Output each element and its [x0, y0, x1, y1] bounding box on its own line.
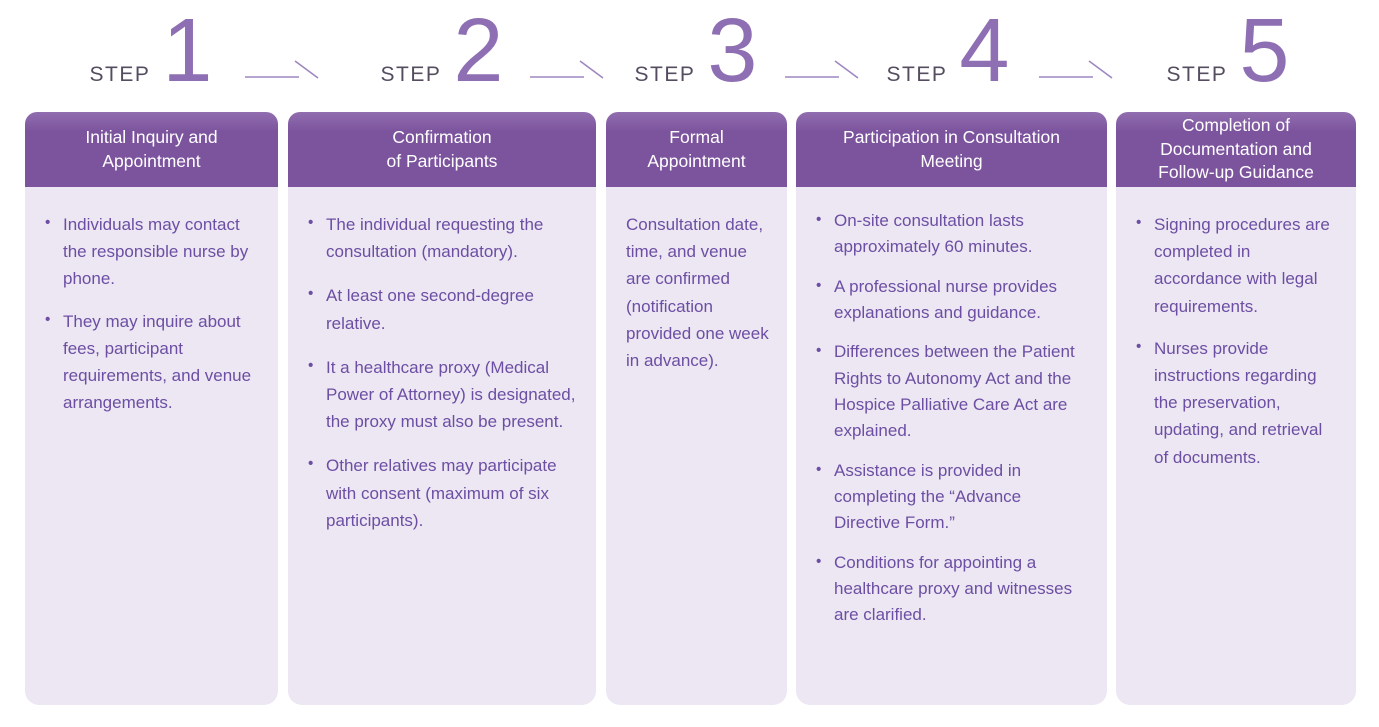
- step-label: STEP: [89, 63, 151, 86]
- step-label: STEP: [886, 63, 948, 86]
- column-header: Participation in Consultation Meeting: [796, 112, 1107, 187]
- step-label: STEP: [1166, 63, 1228, 86]
- step-column-4: Participation in Consultation Meeting On…: [796, 112, 1107, 705]
- step-number: 1: [162, 1, 213, 101]
- bullet-list: On-site consultation lasts approximately…: [814, 208, 1091, 629]
- step-group-3: STEP 3: [635, 6, 758, 96]
- bullet-item: A professional nurse provides explanatio…: [814, 274, 1091, 327]
- step-arrow-icon: [1039, 60, 1113, 79]
- bullet-item: Signing procedures are completed in acco…: [1134, 211, 1340, 320]
- bullet-item: They may inquire about fees, participant…: [43, 308, 262, 417]
- step-group-1: STEP 1: [90, 6, 213, 96]
- bullet-item: Conditions for appointing a healthcare p…: [814, 550, 1091, 629]
- column-header: Completion of Documentation and Follow-u…: [1116, 112, 1356, 187]
- column-title: Participation in Consultation Meeting: [843, 126, 1060, 171]
- step-number: 4: [959, 1, 1010, 101]
- step-column-1: Initial Inquiry and Appointment Individu…: [25, 112, 278, 705]
- bullet-list: Individuals may contact the responsible …: [43, 211, 262, 416]
- column-body: The individual requesting the consultati…: [288, 187, 596, 705]
- bullet-item: On-site consultation lasts approximately…: [814, 208, 1091, 261]
- bullet-list: Signing procedures are completed in acco…: [1134, 211, 1340, 471]
- bullet-list: The individual requesting the consultati…: [306, 211, 580, 534]
- column-header: Formal Appointment: [606, 112, 787, 187]
- step-arrow-icon: [245, 60, 319, 79]
- bullet-item: Consultation date, time, and venue are c…: [626, 215, 769, 370]
- step-group-4: STEP 4: [887, 6, 1010, 96]
- bullet-item: The individual requesting the consultati…: [306, 211, 580, 265]
- column-title: Formal Appointment: [647, 126, 746, 171]
- column-body: Individuals may contact the responsible …: [25, 187, 278, 705]
- step-label: STEP: [380, 63, 442, 86]
- bullet-item: It a healthcare proxy (Medical Power of …: [306, 354, 580, 436]
- step-number: 3: [707, 1, 758, 101]
- column-body: Consultation date, time, and venue are c…: [606, 187, 787, 705]
- step-number: 5: [1239, 1, 1290, 101]
- column-title: Initial Inquiry and Appointment: [85, 126, 218, 171]
- bullet-item: Differences between the Patient Rights t…: [814, 339, 1091, 444]
- column-body: On-site consultation lasts approximately…: [796, 187, 1107, 705]
- bullet-list: Consultation date, time, and venue are c…: [624, 211, 771, 374]
- step-number: 2: [453, 1, 504, 101]
- step-column-5: Completion of Documentation and Follow-u…: [1116, 112, 1356, 705]
- bullet-item: Individuals may contact the responsible …: [43, 211, 262, 293]
- step-label: STEP: [634, 63, 696, 86]
- column-body: Signing procedures are completed in acco…: [1116, 187, 1356, 705]
- column-title: Confirmation of Participants: [386, 126, 498, 171]
- step-group-5: STEP 5: [1167, 6, 1290, 96]
- column-title: Completion of Documentation and Follow-u…: [1158, 115, 1314, 183]
- step-column-3: Formal Appointment Consultation date, ti…: [606, 112, 787, 705]
- step-arrow-icon: [785, 60, 859, 79]
- step-arrow-icon: [530, 60, 604, 79]
- column-header: Initial Inquiry and Appointment: [25, 112, 278, 187]
- step-column-2: Confirmation of Participants The individ…: [288, 112, 596, 705]
- step-group-2: STEP 2: [381, 6, 504, 96]
- column-header: Confirmation of Participants: [288, 112, 596, 187]
- bullet-item: Assistance is provided in completing the…: [814, 458, 1091, 537]
- bullet-item: At least one second-degree relative.: [306, 282, 580, 336]
- bullet-item: Nurses provide instructions regarding th…: [1134, 335, 1340, 471]
- bullet-item: Other relatives may participate with con…: [306, 452, 580, 534]
